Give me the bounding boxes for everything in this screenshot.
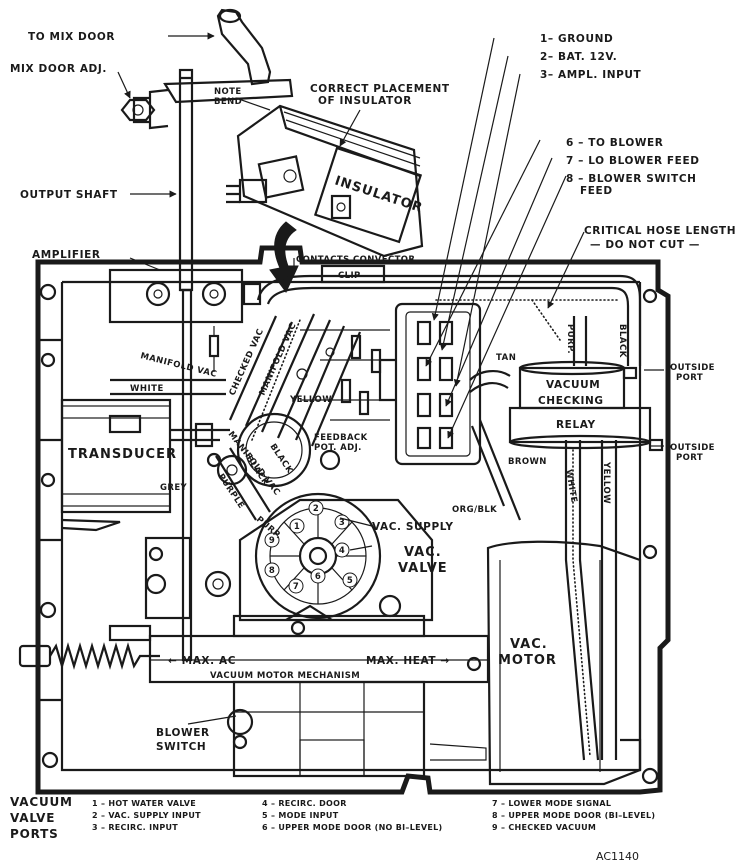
label-outside-port-1a: OUTSIDE bbox=[670, 363, 715, 373]
valve-port-2: 2 bbox=[313, 504, 319, 514]
label-blower-switch-feed-2: FEED bbox=[580, 185, 613, 197]
legend-item: 2 – VAC. SUPPLY INPUT bbox=[92, 811, 201, 820]
legend: VACUUM VALVE PORTS 1 – HOT WATER VALVE 2… bbox=[10, 795, 655, 841]
label-blower-switch-feed-1: 8 – BLOWER SWITCH bbox=[566, 173, 697, 185]
valve-port-3: 3 bbox=[339, 518, 345, 528]
legend-item: 5 – MODE INPUT bbox=[262, 811, 339, 820]
label-relay-1: VACUUM bbox=[546, 379, 600, 391]
label-ampl-input: 3– AMPL. INPUT bbox=[540, 69, 642, 81]
label-org-blk: ORG/BLK bbox=[452, 505, 497, 515]
legend-title-2: VALVE bbox=[10, 811, 55, 825]
label-correct-placement-1: CORRECT PLACEMENT bbox=[310, 83, 450, 95]
legend-item: 4 – RECIRC. DOOR bbox=[262, 799, 347, 808]
label-max-heat: MAX. HEAT → bbox=[366, 655, 450, 667]
vacuum-checking-relay bbox=[508, 360, 664, 452]
label-manifold-vac-1: MANIFOLD VAC bbox=[139, 351, 218, 380]
label-yellow-hose-2: YELLOW bbox=[601, 461, 611, 504]
label-clip: CLIP bbox=[338, 271, 361, 281]
label-vac-supply: VAC. SUPPLY bbox=[372, 521, 454, 533]
valve-port-7: 7 bbox=[293, 582, 299, 592]
transducer bbox=[60, 398, 230, 532]
label-grey: GREY bbox=[160, 483, 188, 493]
label-blower-switch-1: BLOWER bbox=[156, 727, 210, 739]
label-bat-12v: 2– BAT. 12V. bbox=[540, 51, 617, 63]
mix-door-link bbox=[132, 8, 294, 130]
label-lo-blower-feed: 7 – LO BLOWER FEED bbox=[566, 155, 700, 167]
label-brown: BROWN bbox=[508, 457, 547, 467]
label-vac-valve-2: VALVE bbox=[398, 561, 448, 576]
amplifier-arrow bbox=[269, 221, 299, 293]
label-white-hose-1: WHITE bbox=[130, 384, 164, 394]
label-black-hose-3: BLACK bbox=[268, 442, 295, 476]
label-contacts-convector: CONTACTS CONVECTOR bbox=[296, 255, 415, 265]
label-to-blower: 6 – TO BLOWER bbox=[566, 137, 664, 149]
legend-item: 8 – UPPER MODE DOOR (BI–LEVEL) bbox=[492, 811, 655, 820]
label-vacuum-motor-mechanism: VACUUM MOTOR MECHANISM bbox=[210, 671, 360, 681]
label-feedback-2: POT. ADJ. bbox=[314, 443, 362, 453]
label-relay-3: RELAY bbox=[556, 419, 596, 431]
legend-item: 6 – UPPER MODE DOOR (NO BI–LEVEL) bbox=[262, 823, 443, 832]
vacuum-valve bbox=[204, 492, 434, 622]
mix-door-adj-nut bbox=[120, 98, 156, 122]
valve-port-1: 1 bbox=[294, 522, 300, 532]
figure-id: AC1140 bbox=[596, 850, 639, 863]
label-note-bend-2: BEND bbox=[214, 97, 242, 107]
label-tan-hose: TAN bbox=[496, 353, 516, 363]
label-amplifier: AMPLIFIER bbox=[32, 249, 101, 261]
leader-lines bbox=[117, 32, 664, 725]
return-spring bbox=[18, 642, 160, 670]
valve-port-8: 8 bbox=[269, 566, 275, 576]
label-mix-door-adj: MIX DOOR ADJ. bbox=[10, 63, 107, 75]
label-note-bend-1: NOTE bbox=[214, 87, 242, 97]
label-outside-port-1b: PORT bbox=[676, 373, 703, 383]
label-feedback-1: FEEDBACK bbox=[314, 433, 368, 443]
label-purp-hose-1: PURP. bbox=[565, 324, 575, 354]
valve-port-labels: 1 9 2 3 4 5 6 7 8 bbox=[264, 500, 358, 594]
label-vac-valve-1: VAC. bbox=[404, 545, 442, 560]
label-vac-motor-1: VAC. bbox=[510, 637, 548, 652]
vacuum-motor bbox=[429, 540, 642, 786]
label-ground: 1– GROUND bbox=[540, 33, 613, 45]
legend-item: 7 – LOWER MODE SIGNAL bbox=[492, 799, 611, 808]
label-output-shaft: OUTPUT SHAFT bbox=[20, 189, 118, 201]
legend-item: 3 – RECIRC. INPUT bbox=[92, 823, 178, 832]
label-correct-placement-2: OF INSULATOR bbox=[318, 95, 412, 107]
label-outside-port-2a: OUTSIDE bbox=[670, 443, 715, 453]
label-to-mix-door: TO MIX DOOR bbox=[28, 31, 115, 43]
label-max-ac: ← MAX. AC bbox=[168, 655, 236, 667]
label-vac-motor-2: MOTOR bbox=[498, 653, 557, 668]
legend-item: 9 – CHECKED VACUUM bbox=[492, 823, 596, 832]
valve-port-9: 9 bbox=[269, 536, 275, 546]
left-bracket bbox=[108, 536, 192, 642]
label-critical-hose-1: CRITICAL HOSE LENGTH bbox=[584, 225, 736, 237]
connector-block bbox=[378, 302, 482, 466]
label-blower-switch-2: SWITCH bbox=[156, 741, 206, 753]
blower-switch bbox=[226, 680, 426, 778]
vacuum-hoses bbox=[110, 274, 642, 761]
amplifier-inset bbox=[226, 104, 424, 258]
feedback-pot bbox=[206, 412, 341, 488]
valve-port-4: 4 bbox=[339, 546, 345, 556]
label-yellow-hose-1: YELLOW bbox=[289, 395, 332, 405]
legend-title-3: PORTS bbox=[10, 827, 59, 841]
label-relay-2: CHECKING bbox=[538, 395, 604, 407]
label-critical-hose-2: — DO NOT CUT — bbox=[590, 239, 700, 251]
legend-title-1: VACUUM bbox=[10, 795, 73, 809]
label-outside-port-2b: PORT bbox=[676, 453, 703, 463]
valve-port-6: 6 bbox=[315, 572, 321, 582]
label-black-hose-1: BLACK bbox=[617, 324, 627, 358]
label-transducer: TRANSDUCER bbox=[68, 447, 177, 462]
valve-port-5: 5 bbox=[347, 576, 353, 586]
legend-item: 1 – HOT WATER VALVE bbox=[92, 799, 196, 808]
label-insulator: INSULATOR bbox=[333, 174, 425, 217]
